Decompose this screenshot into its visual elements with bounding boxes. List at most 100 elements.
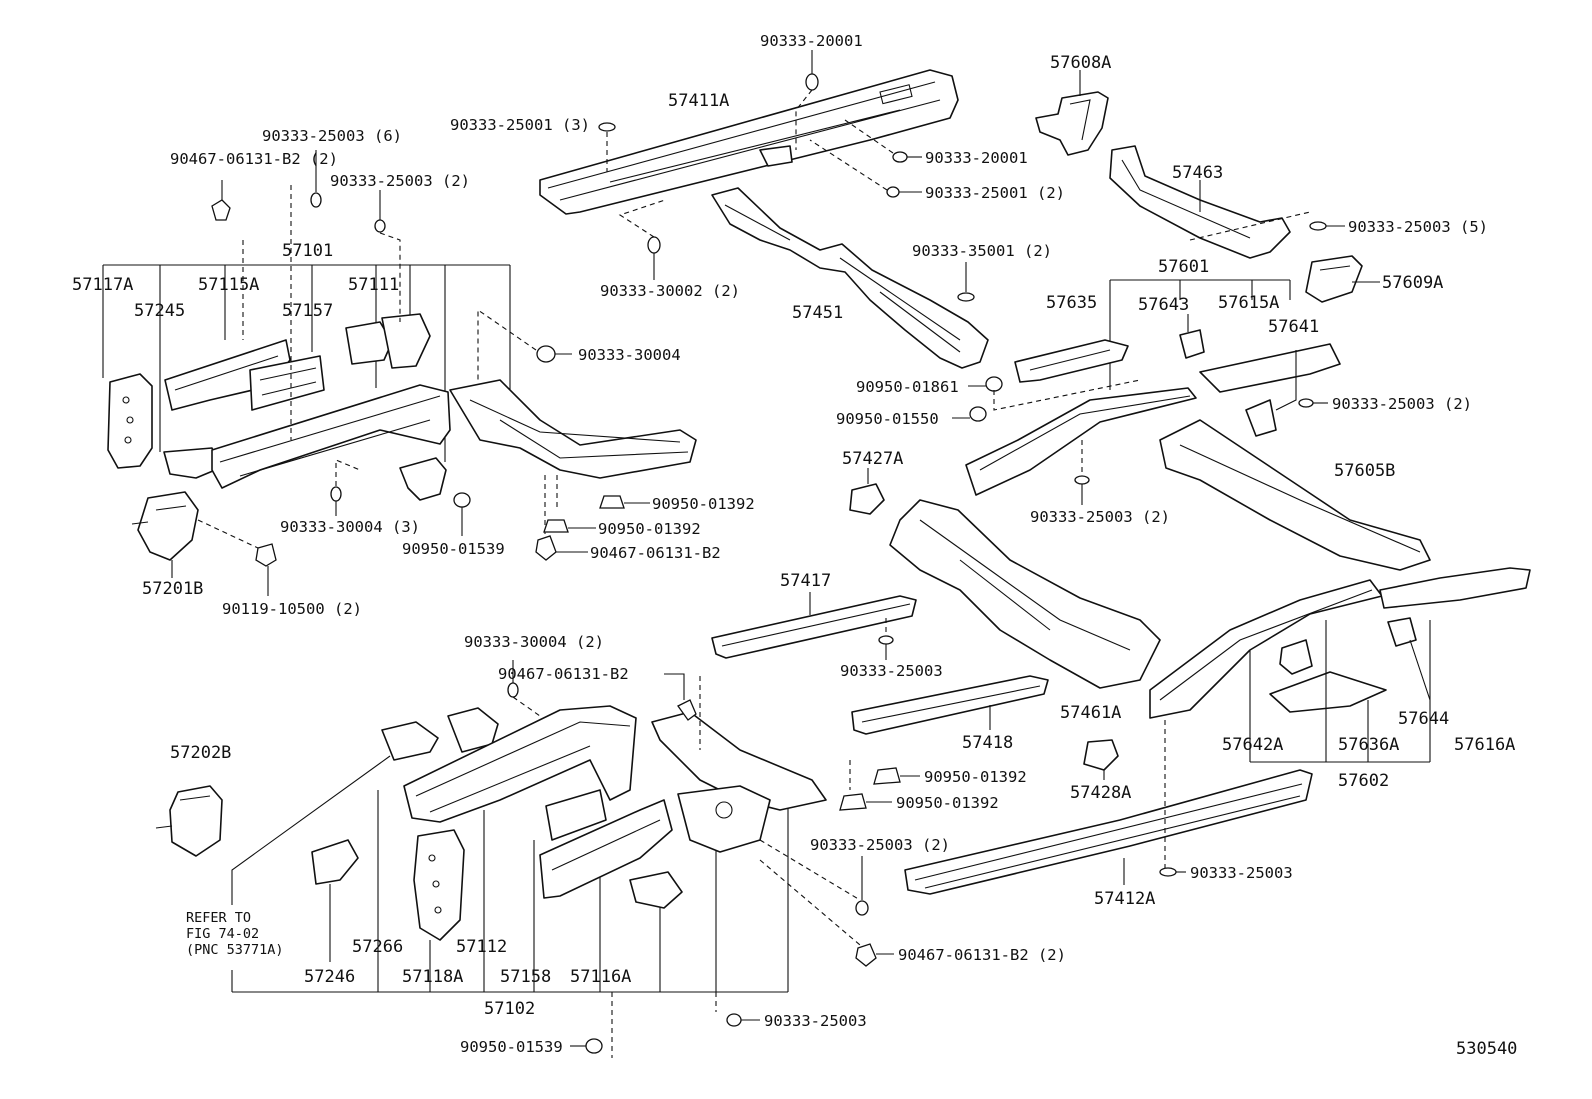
part-57158-plate[interactable] [545,789,607,841]
clip-90950-01392-b [543,519,569,533]
label-57635: 57635 [1046,293,1097,313]
label-57158: 57158 [500,967,551,987]
label-57112: 57112 [456,937,507,957]
label-90119-10500-2: 90119-10500 (2) [222,600,362,618]
bolt-90119-10500 [255,543,277,567]
part-57427A-bracket[interactable] [849,483,885,515]
label-90333-25003-6: 90333-25003 (6) [262,127,402,145]
clip-90333-25003-b [1159,867,1177,877]
label-90950-01539-a: 90950-01539 [402,540,505,558]
part-57157-plate[interactable] [249,355,325,411]
label-57428A: 57428A [1070,783,1131,803]
clip-90333-25003-5 [1309,221,1327,231]
part-57451-crossmember[interactable] [711,187,989,369]
clip-90467-06131-B2-2b [855,943,877,967]
label-90333-25003-2d: 90333-25003 (2) [810,836,950,854]
label-90950-01392-d: 90950-01392 [896,794,999,812]
part-rear-side-member-right[interactable] [1149,579,1383,719]
label-57418: 57418 [962,733,1013,753]
part-57111-bracket[interactable] [345,313,431,369]
part-bracket-upper[interactable] [381,707,499,761]
label-90467-06131-B2-2b: 90467-06131-B2 (2) [898,946,1066,964]
clip-90467-06131-B2-2 [211,199,231,221]
label-57245: 57245 [134,301,185,321]
label-90333-25003-b: 90333-25003 [1190,864,1293,882]
label-90333-35001-2: 90333-35001 (2) [912,242,1052,260]
part-bracket-lower[interactable] [399,457,447,501]
label-57602: 57602 [1338,771,1389,791]
label-90333-25003-a: 90333-25003 [840,662,943,680]
part-57245-bracket[interactable] [163,447,221,479]
reference-note-line-2: FIG 74-02 [186,926,259,942]
label-57246: 57246 [304,967,355,987]
part-57202B-mount[interactable] [155,785,223,857]
label-57642A: 57642A [1222,735,1283,755]
part-57118A-panel[interactable] [413,829,465,941]
label-57118A: 57118A [402,967,463,987]
clip-90333-30004-3 [330,486,342,502]
clip-90333-25003-c [726,1013,742,1027]
label-90950-01392-c: 90950-01392 [924,768,1027,786]
part-57609A-bracket[interactable] [1305,255,1363,303]
clip-90950-01539-a [453,492,471,508]
diagram-id: 530540 [1456,1039,1517,1059]
clip-90950-01861 [985,376,1003,392]
label-90467-06131-B2: 90467-06131-B2 [590,544,721,562]
label-90333-30004: 90333-30004 [578,346,681,364]
label-90333-25001-3: 90333-25001 (3) [450,116,590,134]
part-57201B-mount[interactable] [131,491,199,561]
part-57411A-rail[interactable] [539,69,959,215]
clip-90467-06131-B2 [535,535,557,561]
part-57461A-crossmember[interactable] [889,499,1161,689]
part-57412A-rail[interactable] [904,769,1313,895]
clip-90333-25001-2 [886,186,900,198]
label-57116A: 57116A [570,967,631,987]
label-90950-01550: 90950-01550 [836,410,939,428]
label-90467-06131-B2-b: 90467-06131-B2 [498,665,629,683]
part-front-side-member-left[interactable] [211,384,451,489]
part-57605B-member[interactable] [1159,419,1431,571]
part-57642A-bracket[interactable] [1279,639,1313,675]
clip-90467-06131-B2-b [677,699,697,721]
label-90333-25003-5: 90333-25003 (5) [1348,218,1488,236]
reference-note-line-3: (PNC 53771A) [186,942,284,958]
label-57201B: 57201B [142,579,203,599]
clip-90950-01539-b [585,1038,603,1054]
label-57411A: 57411A [668,91,729,111]
label-57115A: 57115A [198,275,259,295]
part-57643-bracket[interactable] [1179,329,1205,359]
clip-90950-01550 [969,406,987,422]
part-57635-reinforcement[interactable] [1014,339,1129,383]
part-57616A-extension[interactable] [1379,567,1531,609]
part-57428A-bracket[interactable] [1083,739,1119,771]
clip-90333-25003-2c [1074,475,1090,485]
part-57417-reinforcement[interactable] [711,595,917,659]
clip-90950-01392-d [839,793,867,811]
clip-90333-25003-6 [310,192,322,208]
part-57615A-extension[interactable] [1199,343,1341,393]
label-90950-01539-b: 90950-01539 [460,1038,563,1056]
part-57636A-reinforcement[interactable] [1269,671,1387,713]
label-57616A: 57616A [1454,735,1515,755]
label-90333-25003-2c: 90333-25003 (2) [1030,508,1170,526]
part-rear-side-member-left[interactable] [965,387,1197,496]
part-57608A-bracket[interactable] [1035,91,1109,156]
part-57116A-reinforcement[interactable] [539,799,673,899]
label-57644: 57644 [1398,709,1449,729]
label-57636A: 57636A [1338,735,1399,755]
part-57246-bracket[interactable] [311,839,359,885]
part-apron-front-right[interactable] [651,711,827,853]
label-90333-20001-top: 90333-20001 [760,32,863,50]
reference-note-line-1: REFER TO [186,910,251,926]
part-lower-bracket-57116A[interactable] [629,871,683,909]
part-57418-reinforcement[interactable] [851,675,1049,735]
label-57412A: 57412A [1094,889,1155,909]
part-57112-front-member[interactable] [403,705,637,823]
part-57117A-panel[interactable] [107,373,153,469]
part-57644-bracket[interactable] [1387,617,1417,647]
label-57615A: 57615A [1218,293,1279,313]
part-front-rail-center[interactable] [449,379,697,479]
part-57641-bracket[interactable] [1245,399,1277,437]
label-57608A: 57608A [1050,53,1111,73]
